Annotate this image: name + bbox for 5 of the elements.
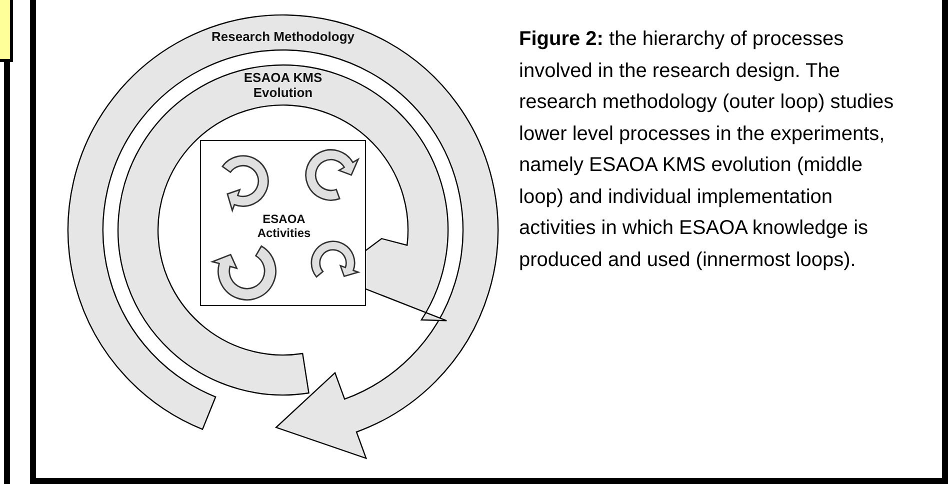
loop-label: ESAOA Activities [256,213,312,241]
activities-box [200,140,366,306]
loop-label: ESAOA KMS Evolution [242,71,324,101]
loop-label: Research Methodology [210,30,356,45]
figure-caption: Figure 2: the hierarchy of processes involved in the research design. The research methodology (outer loop) studies lower level processes in the experiments, namely ESAOA KMS evolution (middle loop) and individual implementation activities in which ESAOA knowledge is produced and used (innermost loops). [519,27,895,272]
